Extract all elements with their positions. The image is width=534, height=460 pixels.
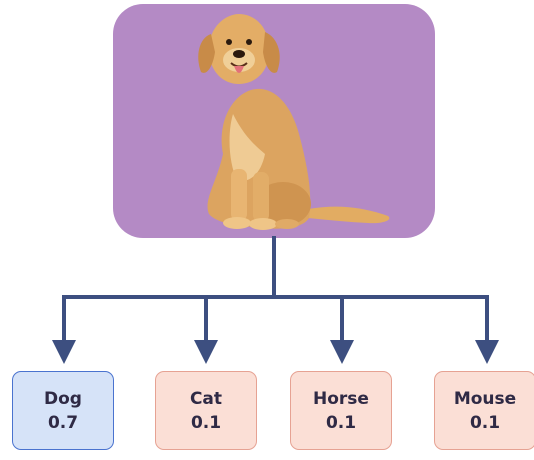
class-score: 0.1 (325, 412, 357, 433)
prediction-box-dog: Dog 0.7 (12, 371, 114, 450)
class-score: 0.1 (469, 412, 501, 433)
arrowhead-horse (330, 340, 354, 364)
class-label: Dog (44, 388, 82, 409)
prediction-box-cat: Cat 0.1 (155, 371, 257, 450)
prediction-box-mouse: Mouse 0.1 (434, 371, 534, 450)
connector-lines (62, 236, 489, 345)
class-label: Horse (313, 388, 369, 409)
class-label: Mouse (453, 388, 517, 409)
input-image-panel (113, 4, 435, 238)
arrowhead-mouse (475, 340, 499, 364)
prediction-box-horse: Horse 0.1 (290, 371, 392, 450)
class-score: 0.1 (190, 412, 222, 433)
arrowhead-cat (194, 340, 218, 364)
dog-icon (198, 14, 390, 230)
class-score: 0.7 (47, 412, 79, 433)
arrowhead-dog (52, 340, 76, 364)
class-label: Cat (189, 388, 223, 409)
